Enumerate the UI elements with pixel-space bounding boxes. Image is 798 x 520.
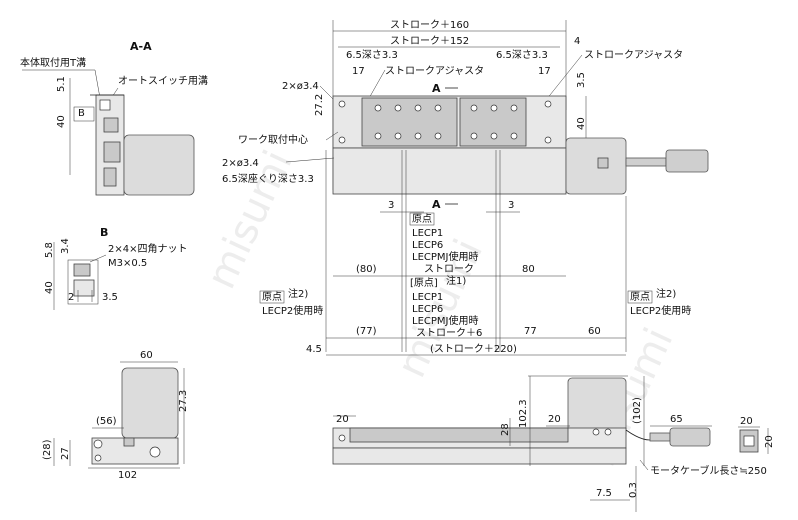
- origin-note-line-2: LECP6: [412, 304, 443, 315]
- end-view: 60 (56) 27.3 (28) 27 102: [42, 350, 189, 481]
- adjuster-label-right: ストロークアジャスタ: [584, 49, 683, 61]
- dim-5-8: 5.8: [44, 242, 55, 258]
- section-aa-title: A-A: [130, 40, 152, 53]
- dim-20-connector: 20: [740, 416, 753, 427]
- origin-note-label: [原点]: [410, 277, 438, 289]
- top-view: ストローク＋160 ストローク＋152 4 6.5深さ3.3 6.5深さ3.3 …: [222, 19, 709, 356]
- label-b-marker: B: [78, 108, 85, 119]
- origin-line-1: LECP1: [412, 228, 443, 239]
- origin-label: 原点: [412, 213, 432, 225]
- dim-20-side-left: 20: [336, 414, 349, 425]
- dim-stroke-160: ストローク＋160: [390, 19, 469, 31]
- dim-3-4: 3.4: [60, 238, 71, 254]
- dim-17-right: 17: [538, 66, 551, 77]
- lecp2-left-origin: 原点: [262, 291, 282, 303]
- dim-102-3: 102.3: [518, 399, 529, 428]
- dim-0-3: 0.3: [628, 482, 639, 498]
- dim-27-3: 27.3: [178, 390, 189, 412]
- dim-40-b: 40: [44, 281, 55, 294]
- holes-label-bottom: 2×ø3.4: [222, 158, 259, 169]
- side-view: 20 28 102.3 20 (102) 65 モータケーブル長さ≒250 20…: [332, 375, 775, 512]
- lecp2-right-sup: 注2): [656, 287, 676, 300]
- lecp2-left-sup: 注2): [288, 287, 308, 300]
- detail-b-view: B 2×4×四角ナット M3×0.5 5.8 3.4 40 2 3.5: [44, 226, 187, 310]
- dim-stroke-152: ストローク＋152: [390, 35, 469, 47]
- dim-80: 80: [522, 264, 535, 275]
- counterbore-label: 6.5深座ぐり深さ3.3: [222, 172, 314, 185]
- section-marker-a-bottom: A: [432, 198, 441, 211]
- nut-label: 2×4×四角ナット: [108, 243, 187, 255]
- dim-4-5: 4.5: [306, 344, 322, 355]
- dim-3-5-top: 3.5: [576, 72, 587, 88]
- dim-77-paren: (77): [356, 326, 377, 337]
- depth-label-right: 6.5深さ3.3: [496, 49, 548, 61]
- origin-note-sup: 注1): [446, 274, 466, 287]
- dim-27-2: 27.2: [314, 94, 325, 116]
- dim-3-left: 3: [388, 200, 394, 211]
- dim-102-paren: (102): [632, 397, 643, 424]
- holes-label: 2×ø3.4: [282, 81, 319, 92]
- adjuster-label-left: ストロークアジャスタ: [385, 65, 484, 77]
- dim-5-1: 5.1: [56, 76, 67, 92]
- dim-stroke-6: ストローク＋6: [416, 327, 482, 339]
- lecp2-left-text: LECP2使用時: [262, 304, 323, 317]
- dim-60-top: 60: [588, 326, 601, 337]
- dim-3-right: 3: [508, 200, 514, 211]
- dim-77: 77: [524, 326, 537, 337]
- thread-label: M3×0.5: [108, 258, 147, 269]
- dim-102-end: 102: [118, 470, 137, 481]
- cable-length-label: モータケーブル長さ≒250: [650, 464, 767, 477]
- section-marker-a-top: A: [432, 82, 441, 95]
- dim-27-end: 27: [60, 447, 71, 460]
- detail-b-title: B: [100, 226, 108, 239]
- origin-line-2: LECP6: [412, 240, 443, 251]
- mount-holes: [338, 100, 552, 144]
- work-center-label: ワーク取付中心: [238, 133, 308, 146]
- dim-3-5-b: 3.5: [102, 292, 118, 303]
- dim-65: 65: [670, 414, 683, 425]
- dim-2: 2: [68, 292, 74, 303]
- origin-note-line-3: LECPMJ使用時: [412, 314, 478, 327]
- dim-7-5: 7.5: [596, 488, 612, 499]
- origin-note-line-1: LECP1: [412, 292, 443, 303]
- lecp2-right-origin: 原点: [630, 291, 650, 303]
- dim-28-side: 28: [500, 423, 511, 436]
- origin-line-3: LECPMJ使用時: [412, 250, 478, 263]
- dim-56-paren: (56): [96, 416, 117, 427]
- dim-28-paren: (28): [42, 439, 53, 460]
- auto-switch-slot-label: オートスイッチ用溝: [118, 74, 208, 87]
- body-mount-slot-label: 本体取付用T溝: [20, 56, 86, 69]
- dim-40-aa: 40: [56, 115, 67, 128]
- dim-20-side-mid: 20: [548, 414, 561, 425]
- depth-label-left: 6.5深さ3.3: [346, 49, 398, 61]
- dim-stroke-label: ストローク: [424, 263, 474, 275]
- section-aa-view: A-A 本体取付用T溝 オートスイッチ用溝 5.1 40 B: [20, 40, 208, 196]
- dim-17-left: 17: [352, 66, 365, 77]
- dim-80-paren: (80): [356, 264, 377, 275]
- dim-20-connector-w: 20: [764, 435, 775, 448]
- lecp2-right-text: LECP2使用時: [630, 304, 691, 317]
- dim-60-end: 60: [140, 350, 153, 361]
- dim-stroke-220: (ストローク＋220): [430, 343, 517, 355]
- dim-40-top: 40: [576, 117, 587, 130]
- dim-4-top: 4: [574, 36, 580, 47]
